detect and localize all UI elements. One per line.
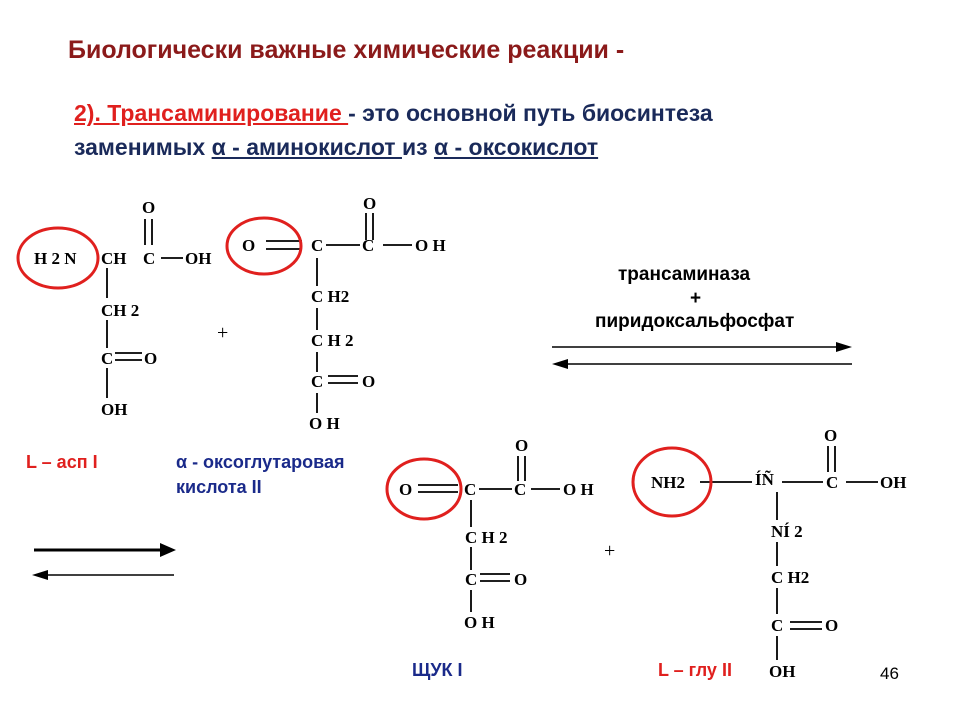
term-oxo-acids: α - оксокислот: [433, 134, 599, 160]
enzyme-name: трансаминаза: [618, 264, 751, 285]
glu-side-o: O: [825, 616, 839, 635]
glu-side-oh: OH: [769, 662, 796, 681]
oaa-carbonyl-o: O: [515, 436, 529, 455]
glu-ch2-b: C H2: [771, 568, 810, 587]
asp-carboxyl-oh: OH: [185, 249, 212, 268]
oaa-side-oh: O H: [464, 613, 495, 632]
aspartate-bonds: [106, 219, 183, 398]
glu-side-c: C: [771, 616, 784, 635]
oaa-alpha-c: C: [464, 480, 477, 499]
slide-title: Биологически важные химические реакции -: [68, 36, 625, 64]
akg-carboxyl-c: C: [362, 236, 375, 255]
akg-carbonyl-o: O: [363, 194, 377, 213]
asp-side-c: C: [101, 349, 114, 368]
page-number: 46: [880, 664, 899, 683]
oaa-carboxyl-oh: O H: [563, 480, 594, 499]
term-transamination: 2). Трансаминирование: [74, 100, 349, 126]
label-oxaloacetate: ЩУК I: [412, 660, 463, 680]
akg-side-o: O: [362, 372, 376, 391]
akg-side-c: C: [311, 372, 324, 391]
asp-alpha-ch: CH: [101, 249, 127, 268]
definition-text-start: заменимых: [74, 134, 212, 160]
oxaloacetate-bonds: [418, 456, 560, 612]
oaa-carboxyl-c: C: [514, 480, 527, 499]
asp-carbonyl-o: O: [142, 198, 156, 217]
oaa-ch2: C H 2: [465, 528, 508, 547]
term-amino-acids: α - аминокислот: [211, 134, 402, 160]
akg-ch2-a: C H2: [311, 287, 350, 306]
definition-text-mid: из: [401, 134, 434, 160]
definition-line-2: заменимых α - аминокислот из α - оксокис…: [74, 134, 598, 161]
definition-line-1: 2). Трансаминирование - это основной пут…: [74, 100, 713, 127]
equilibrium-arrows-top: [552, 342, 852, 369]
glu-amino-group: NH2: [651, 473, 685, 492]
asp-side-oh: OH: [101, 400, 128, 419]
oaa-keto-o: O: [399, 480, 413, 499]
label-glutamate: L – глу II: [658, 660, 732, 680]
asp-side-o: O: [144, 349, 158, 368]
glu-carboxyl-c: C: [826, 473, 839, 492]
glutamate-bonds: [700, 446, 878, 660]
definition-text: - это основной путь биосинтеза: [348, 100, 713, 126]
enzyme-plus: +: [690, 288, 702, 309]
ketoglutarate-bonds: [266, 213, 412, 413]
plus-sign-bottom: +: [604, 540, 616, 562]
highlight-circles: [16, 216, 713, 521]
asp-ch2: CH 2: [101, 301, 140, 320]
glu-ch2-a: NÍ 2: [771, 522, 803, 541]
enzyme-cofactor: пиридоксальфосфат: [595, 311, 795, 332]
akg-side-oh: O H: [309, 414, 340, 433]
akg-carboxyl-oh: O H: [415, 236, 446, 255]
label-ketoglutarate-2: кислота II: [176, 477, 262, 497]
glu-alpha-ch: ÍÑ: [755, 470, 774, 489]
plus-sign-top: +: [217, 322, 229, 344]
label-ketoglutarate-1: α - оксоглутаровая: [176, 452, 345, 472]
glu-carboxyl-oh: OH: [880, 473, 907, 492]
glu-carbonyl-o: O: [824, 426, 838, 445]
equilibrium-arrows-bottom: [32, 543, 176, 580]
akg-alpha-c: C: [311, 236, 324, 255]
akg-ch2-b: C H 2: [311, 331, 354, 350]
label-aspartate: L – асп I: [26, 452, 98, 472]
asp-carboxyl-c: C: [143, 249, 156, 268]
oaa-side-o: O: [514, 570, 528, 589]
oaa-side-c: C: [465, 570, 478, 589]
asp-amino-group: H 2 N: [34, 249, 77, 268]
akg-keto-o: O: [242, 236, 256, 255]
